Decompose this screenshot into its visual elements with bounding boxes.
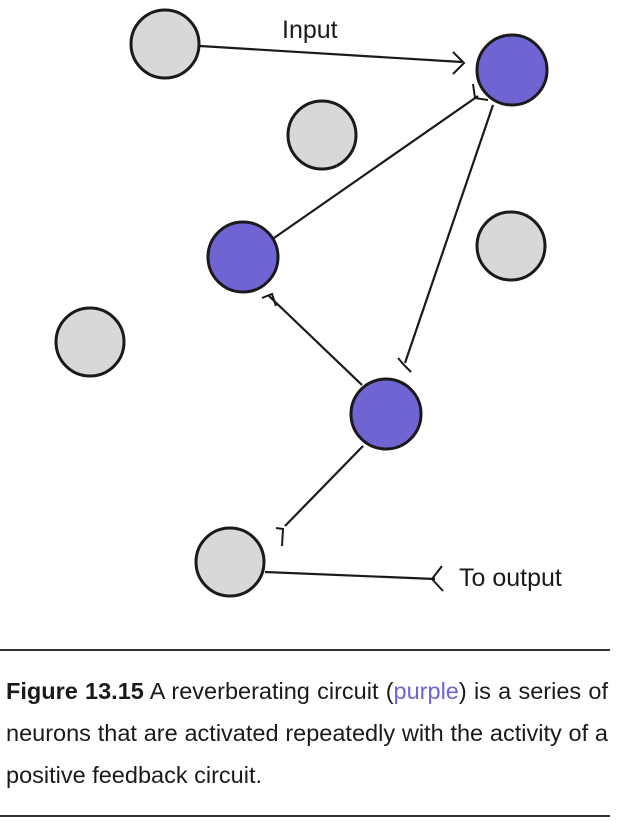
- bottom-to-output-neuron-axon: [284, 445, 364, 527]
- top-to-middle-axon: [273, 95, 479, 239]
- reverberating-circuit-diagram: Input To output: [54, 8, 562, 598]
- idle-neuron-upper: [286, 99, 358, 171]
- input-label: Input: [282, 16, 338, 44]
- output-label: To output: [459, 564, 562, 592]
- caption-bottom-rule: [0, 815, 610, 817]
- input-neuron: [129, 8, 201, 80]
- caption-text-before: A reverberating circuit (: [143, 678, 394, 704]
- synapse-output-neuron-terminal: [275, 527, 285, 547]
- circuit-neuron-middle: [206, 220, 280, 294]
- synapse-input-terminal: [452, 51, 466, 75]
- output-neuron: [194, 526, 266, 598]
- synapse-top-terminal: [472, 83, 489, 101]
- output-axon: [264, 570, 436, 581]
- input-axon: [199, 44, 463, 64]
- figure-caption: Figure 13.15 A reverberating circuit (pu…: [6, 670, 608, 796]
- caption-text-after: ) is a series of neurons that are activa…: [6, 678, 608, 788]
- synapse-bottom-terminal: [397, 357, 412, 373]
- caption-top-rule: [0, 649, 610, 651]
- figure-number: Figure 13.15: [6, 678, 144, 704]
- caption-highlight: purple: [393, 678, 459, 704]
- synapse-middle-terminal: [261, 292, 277, 307]
- synapse-output-terminal: [430, 565, 444, 592]
- top-to-bottom-axon: [403, 104, 495, 364]
- idle-neuron-left: [54, 306, 126, 378]
- circuit-neuron-bottom: [349, 377, 423, 451]
- circuit-neuron-top: [475, 33, 549, 107]
- middle-to-bottom-axon: [268, 295, 363, 386]
- idle-neuron-right: [475, 210, 547, 282]
